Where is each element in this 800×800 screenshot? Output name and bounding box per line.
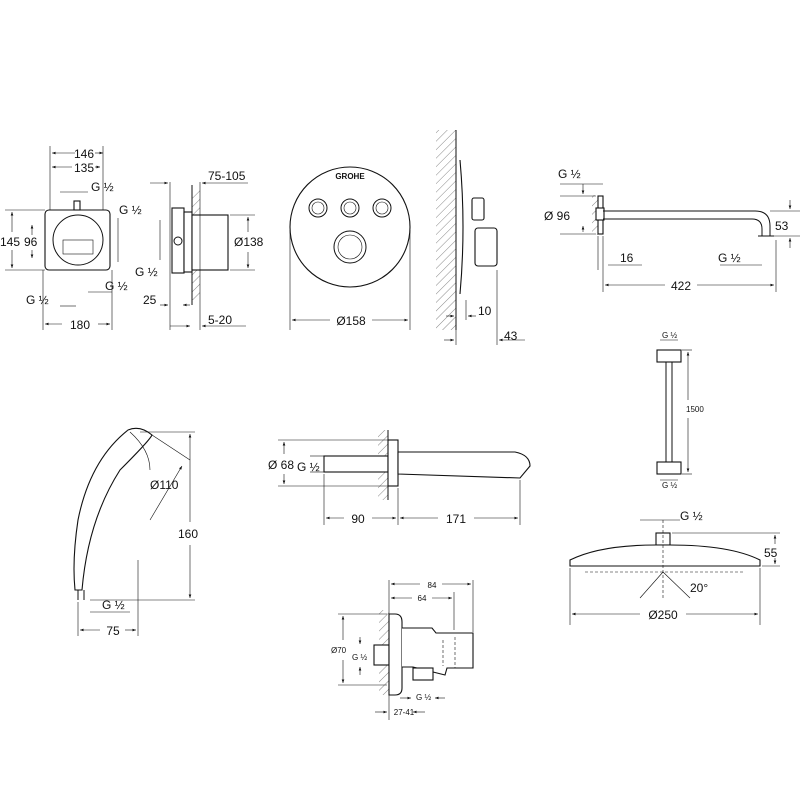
head-shower-height: 55: [764, 546, 778, 560]
box-thread-right: G ½: [119, 203, 142, 217]
arm-thread-top: G ½: [558, 167, 581, 181]
plate-depth: 43: [504, 329, 518, 343]
hand-shower-width: 75: [106, 624, 120, 638]
outlet-diameter: Ø70: [331, 646, 347, 655]
arm-height: 53: [775, 219, 789, 233]
box-side-offset: 25: [143, 293, 157, 307]
arm-wall-offset: 16: [620, 251, 634, 265]
arm-thread-end: G ½: [718, 251, 741, 265]
spout-length: 171: [446, 512, 466, 526]
spout-flange-diameter: Ø 68: [268, 458, 294, 472]
spout-thread: G ½: [297, 460, 320, 474]
hose-thread-bottom: G ½: [662, 481, 677, 490]
grohe-logo: GROHE: [335, 172, 365, 181]
concealed-box-side-view: 75-105 Ø138 G ½ 25 5-20: [135, 169, 264, 330]
outlet-thread-out: G ½: [416, 693, 431, 702]
hand-shower-diameter: Ø110: [150, 478, 179, 492]
shower-hose: G ½ 1500 G ½: [656, 331, 704, 490]
hose-length: 1500: [686, 405, 704, 414]
thermostat-plate-side-view: 10 43: [436, 130, 525, 345]
box-height-outer: 145: [0, 235, 20, 249]
box-width: 180: [70, 318, 90, 332]
box-side-plaster: 5-20: [208, 313, 232, 327]
outlet-adjust-range: 27-41: [394, 708, 415, 717]
spout-wall-depth: 90: [351, 512, 365, 526]
plate-thickness: 10: [478, 304, 492, 318]
head-shower: G ½ 55 20° Ø250: [569, 509, 780, 625]
box-side-thread: G ½: [135, 265, 158, 279]
arm-flange-diameter: Ø 96: [544, 209, 570, 223]
box-thread-bottom-right: G ½: [105, 279, 128, 293]
bath-spout: Ø 68 G ½ 90 171: [268, 430, 531, 526]
hose-thread-top: G ½: [662, 331, 677, 340]
hand-shower-thread: G ½: [102, 598, 125, 612]
hand-shower-length: 160: [178, 527, 198, 541]
outlet-length-inner: 64: [418, 594, 427, 603]
arm-length: 422: [671, 279, 691, 293]
box-width-inner: 135: [74, 161, 94, 175]
plate-diameter: Ø158: [336, 314, 366, 328]
box-thread-top: G ½: [91, 180, 114, 194]
box-thread-bottom-left: G ½: [26, 293, 49, 307]
wall-outlet-elbow: 84 64 Ø70 G ½ G ½ 27-41: [331, 580, 474, 720]
head-shower-diameter: Ø250: [648, 608, 678, 622]
box-side-depth: 75-105: [208, 169, 246, 183]
thermostat-plate-front-view: GROHE Ø158: [289, 166, 411, 330]
outlet-thread-wall: G ½: [352, 653, 367, 662]
concealed-box-front-view: 146 135 G ½ G ½ 145 96 G ½ G ½ 180: [0, 146, 142, 332]
hand-shower: Ø110 160 G ½ 75: [73, 427, 198, 638]
outlet-length-outer: 84: [428, 581, 437, 590]
box-height-inner: 96: [24, 235, 38, 249]
shower-arm: G ½ Ø 96 16 G ½ 53 422: [544, 167, 800, 293]
box-side-diameter: Ø138: [234, 235, 264, 249]
head-shower-thread: G ½: [680, 509, 703, 523]
head-shower-angle: 20°: [690, 581, 708, 595]
box-width-outer: 146: [74, 147, 94, 161]
